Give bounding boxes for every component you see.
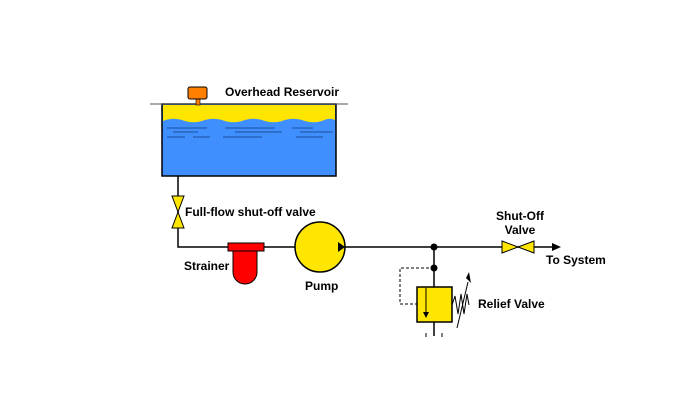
reservoir-label: Overhead Reservoir: [225, 85, 339, 99]
shutoff-valve[interactable]: [501, 240, 535, 254]
junction-dot: [430, 243, 438, 251]
drain-icon: [425, 333, 443, 337]
full-flow-shutoff-valve[interactable]: [171, 195, 185, 229]
pump: [294, 221, 346, 273]
pump-label: Pump: [305, 279, 338, 293]
pump-direction-icon: [338, 242, 345, 252]
flow-arrow-icon: [552, 243, 561, 251]
strainer: [227, 242, 265, 285]
strainer-label: Strainer: [184, 259, 230, 273]
shutoff-valve-label-line2: Valve: [505, 223, 536, 237]
to-system-label: To System: [546, 253, 606, 267]
filler-cap-icon: [187, 86, 208, 100]
relief-valve-label: Relief Valve: [478, 297, 545, 311]
spring-icon: [451, 293, 470, 315]
overhead-reservoir: [150, 86, 348, 177]
shutoff-valve-label-line1: Shut-Off: [496, 209, 545, 223]
full-flow-valve-label: Full-flow shut-off valve: [185, 205, 316, 219]
relief-valve[interactable]: [399, 267, 471, 337]
